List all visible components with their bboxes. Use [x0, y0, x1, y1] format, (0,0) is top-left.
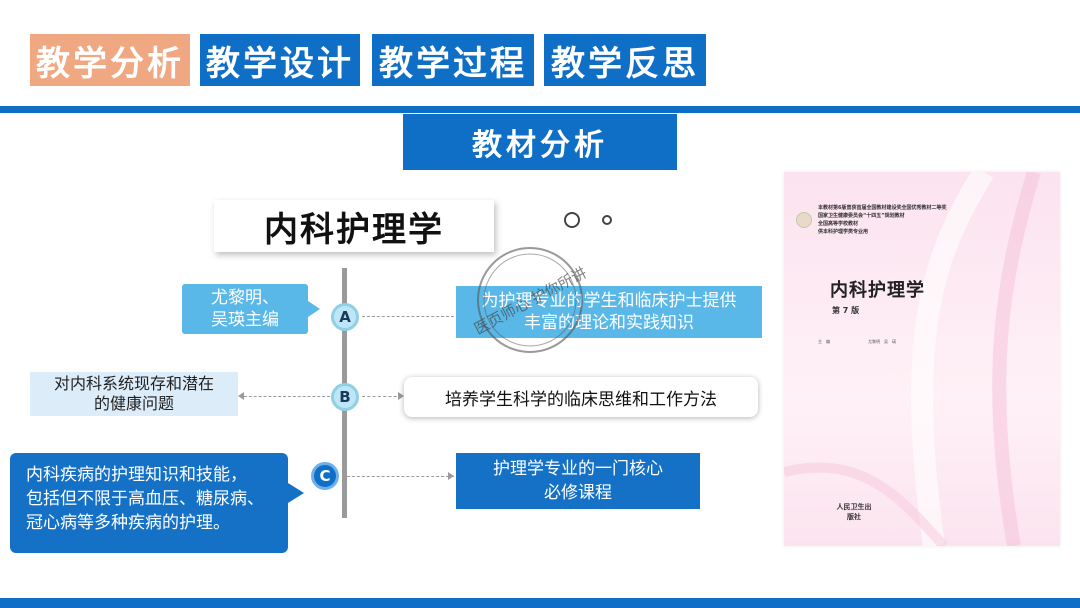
box-core-course: 护理学专业的一门核心 必修课程 — [456, 453, 700, 509]
header-divider — [0, 106, 1080, 113]
timeline-node-a: A — [331, 303, 359, 331]
connector-b-right — [362, 396, 402, 397]
footer-bar — [0, 598, 1080, 608]
cover-line-2: 国家卫生健康委员会“十四五”规划教材 — [818, 212, 1048, 220]
cover-line-4: 供本科护理学类专业用 — [818, 228, 1048, 236]
arrow-c-right — [448, 472, 454, 480]
book-cover-header: 本教材第6版曾获首届全国教材建设奖全国优秀教材二等奖 国家卫生健康委员会“十四五… — [818, 204, 1048, 236]
connector-a-right — [362, 316, 454, 317]
box-clinical-thinking: 培养学生科学的临床思维和工作方法 — [404, 377, 758, 417]
connector-b-left — [244, 396, 330, 397]
decor-circle-large — [564, 212, 580, 228]
section-title: 教材分析 — [403, 114, 677, 170]
book-cover-logo — [796, 212, 812, 228]
cover-editor-label: 主 编 — [818, 338, 830, 345]
callout-editors-line2: 吴瑛主编 — [211, 309, 279, 331]
box-core-line1: 护理学专业的一门核心 — [493, 457, 663, 481]
callout-health-problems: 对内科系统现存和潜在 的健康问题 — [30, 372, 238, 416]
timeline-node-c: C — [311, 462, 339, 490]
callout-knowledge-line2: 包括但不限于高血压、糖尿病、 — [26, 487, 288, 511]
arrow-b-left — [238, 392, 244, 400]
connector-c-right — [342, 476, 454, 477]
tab-teaching-analysis[interactable]: 教学分析 — [30, 34, 190, 86]
tab-teaching-process[interactable]: 教学过程 — [372, 34, 534, 86]
cover-line-1: 本教材第6版曾获首届全国教材建设奖全国优秀教材二等奖 — [818, 204, 1048, 212]
tab-teaching-design[interactable]: 教学设计 — [200, 34, 360, 86]
decor-circle-small — [602, 215, 612, 225]
book-cover-title: 内科护理学 — [830, 276, 925, 302]
book-cover-image: 本教材第6版曾获首届全国教材建设奖全国优秀教材二等奖 国家卫生健康委员会“十四五… — [784, 172, 1060, 546]
tab-teaching-reflection[interactable]: 教学反思 — [544, 34, 706, 86]
box-core-line2: 必修课程 — [544, 481, 612, 505]
cover-line-3: 全国高等学校教材 — [818, 220, 1048, 228]
callout-editors-line1: 尤黎明、 — [211, 287, 279, 309]
timeline-node-b: B — [331, 383, 359, 411]
callout-editors: 尤黎明、 吴瑛主编 — [182, 284, 308, 334]
book-cover-publisher: 人民卫生出版社 — [834, 502, 874, 522]
book-cover-edition: 第 7 版 — [832, 305, 859, 316]
cover-editor-names: 尤黎明 吴 瑛 — [868, 338, 896, 345]
watermark-text: 医页师心 护你所讲 — [471, 264, 590, 338]
callout-health-line1: 对内科系统现存和潜在 — [54, 374, 214, 394]
book-title: 内科护理学 — [214, 200, 494, 252]
book-cover-editors: 主 编 尤黎明 吴 瑛 — [818, 338, 1054, 345]
callout-knowledge-line1: 内科疾病的护理知识和技能， — [26, 463, 288, 487]
watermark-seal: 医页师心 护你所讲 — [470, 240, 590, 360]
callout-knowledge-line3: 冠心病等多种疾病的护理。 — [26, 511, 288, 535]
callout-health-line2: 的健康问题 — [94, 394, 174, 414]
callout-nursing-knowledge: 内科疾病的护理知识和技能， 包括但不限于高血压、糖尿病、 冠心病等多种疾病的护理… — [10, 453, 288, 553]
